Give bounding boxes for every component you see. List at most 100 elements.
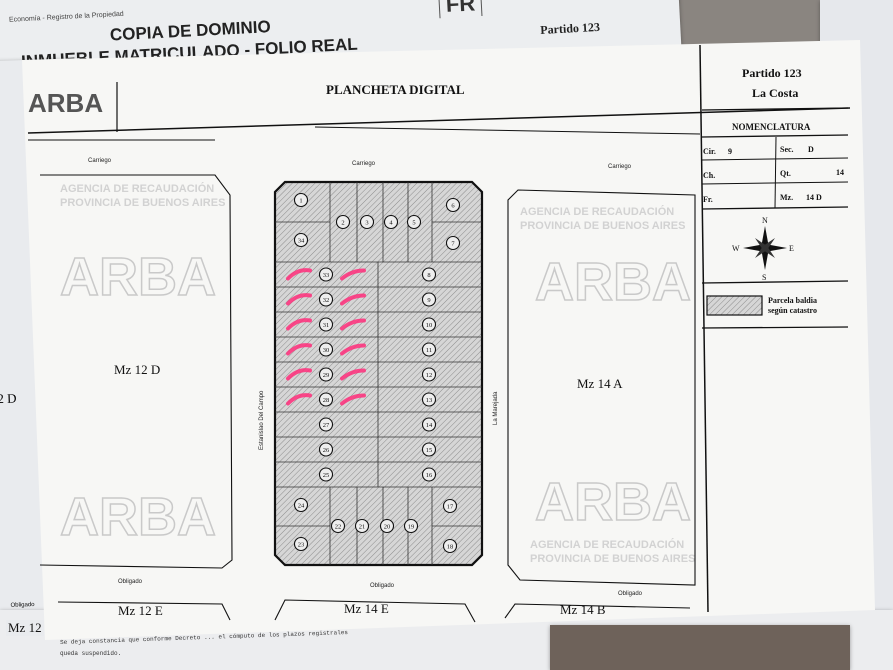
cir-label: Cir. — [703, 147, 716, 156]
divider — [701, 181, 849, 185]
parcel-marker — [421, 342, 437, 357]
compass-e: E — [789, 244, 794, 253]
parcel-number: 7 — [451, 241, 455, 248]
highlight-mark — [286, 268, 312, 281]
parcel-number: 12 — [426, 372, 433, 379]
fr-label: Fr. — [703, 195, 713, 204]
parcel-marker — [442, 538, 458, 554]
street-label: Obligado — [618, 591, 643, 597]
parcel-number: 6 — [451, 203, 455, 210]
parcel-marker — [406, 214, 422, 230]
qt-label: Qt. — [780, 169, 791, 178]
parcel-marker — [330, 518, 346, 534]
parcel-marker — [318, 442, 334, 457]
qt-value: 14 — [836, 168, 844, 177]
block-label-bottom-left: Mz 12 E — [118, 603, 163, 618]
parcel-number: 24 — [298, 503, 305, 510]
parcel-marker — [421, 267, 437, 282]
parcel-marker — [421, 317, 437, 332]
compass-w: W — [732, 244, 740, 253]
highlight-mark — [286, 393, 312, 406]
block-outline — [507, 189, 696, 586]
divider — [701, 107, 849, 111]
parcel-marker — [379, 518, 395, 534]
watermark-sub: PROVINCIA DE BUENOS AIRES — [60, 197, 225, 209]
ch-label: Ch. — [703, 171, 715, 180]
block-outline — [57, 601, 231, 621]
highlight-mark — [340, 393, 366, 406]
parcel-marker — [445, 197, 461, 213]
street-label: Estanislao Del Campo — [259, 390, 265, 450]
parcel-number: 4 — [389, 220, 393, 227]
sec-value: D — [808, 145, 814, 154]
parcel-number: 13 — [426, 397, 433, 404]
highlight-mark — [340, 343, 366, 356]
legend-label: Parcela baldia — [768, 296, 817, 305]
highlight-mark — [340, 293, 366, 306]
table-surface — [550, 625, 850, 670]
parcel-number: 14 — [426, 422, 433, 429]
parcel-marker — [318, 267, 334, 282]
parcel-marker — [293, 497, 309, 513]
street-label: Obligado — [118, 579, 143, 585]
compass-rose-icon: N S E W — [732, 216, 794, 282]
parcel-number: 30 — [323, 347, 330, 354]
street-label: Carriego — [88, 158, 112, 164]
block-outline — [39, 174, 233, 569]
parcel-number: 20 — [384, 524, 391, 531]
parcel-number: 3 — [365, 220, 368, 227]
legend-swatch — [706, 295, 763, 316]
watermark-sub: PROVINCIA DE BUENOS AIRES — [530, 553, 695, 565]
left-mz: Mz 12 — [6, 620, 44, 636]
block-label-right: Mz 14 A — [577, 376, 623, 391]
nomenclatura-title: NOMENCLATURA — [732, 122, 811, 132]
parcel-number: 16 — [426, 472, 433, 479]
parcel-marker — [421, 392, 437, 407]
divider — [701, 326, 849, 329]
street-label: Carriego — [352, 161, 376, 167]
mz-label: Mz. — [780, 193, 793, 202]
parcel-marker — [421, 367, 437, 382]
parcel-marker — [318, 317, 334, 332]
parcel-marker — [354, 518, 370, 534]
divider — [27, 107, 851, 134]
watermark-logo: ARBA — [535, 472, 691, 532]
parcel-marker — [293, 536, 309, 552]
arba-logo: ARBA — [28, 88, 103, 118]
parcel-number: 2 — [341, 220, 344, 227]
parcel-marker — [421, 467, 437, 482]
parcel-number: 28 — [323, 397, 330, 404]
divider — [774, 136, 777, 209]
highlight-mark — [286, 368, 312, 381]
parcel-marker — [318, 392, 334, 407]
block-label-bottom-center: Mz 14 E — [344, 601, 389, 616]
divider — [701, 206, 849, 210]
parcel-number: 10 — [426, 322, 433, 329]
parcel-number: 22 — [335, 524, 342, 531]
parcel-marker — [421, 417, 437, 432]
street-label: La Marejada — [493, 391, 499, 425]
parcel-number: 29 — [323, 372, 330, 379]
parcel-marker — [421, 442, 437, 457]
parcel-number: 19 — [408, 524, 415, 531]
parcel-marker — [293, 192, 309, 208]
parcel-marker — [293, 232, 309, 248]
parcel-number: 21 — [359, 524, 366, 531]
watermark-sub: AGENCIA DE RECAUDACIÓN — [60, 182, 214, 195]
divider — [701, 157, 849, 161]
parcel-marker — [318, 367, 334, 382]
parcel-number: 33 — [323, 272, 330, 279]
parcel-number: 25 — [323, 472, 330, 479]
arba-watermarks: ARBA ARBA ARBA ARBA — [59, 246, 692, 548]
parcel-number: 15 — [426, 447, 433, 454]
parcel-number: 31 — [323, 322, 330, 329]
divider — [701, 134, 849, 138]
parcel-marker — [318, 292, 334, 307]
parcel-marker — [442, 498, 458, 514]
street-edge — [314, 126, 701, 135]
parcel-marker — [318, 467, 334, 482]
parcel-number: 27 — [323, 422, 330, 429]
block-label-left: Mz 12 D — [114, 362, 160, 377]
parcel-number: 11 — [426, 347, 432, 354]
